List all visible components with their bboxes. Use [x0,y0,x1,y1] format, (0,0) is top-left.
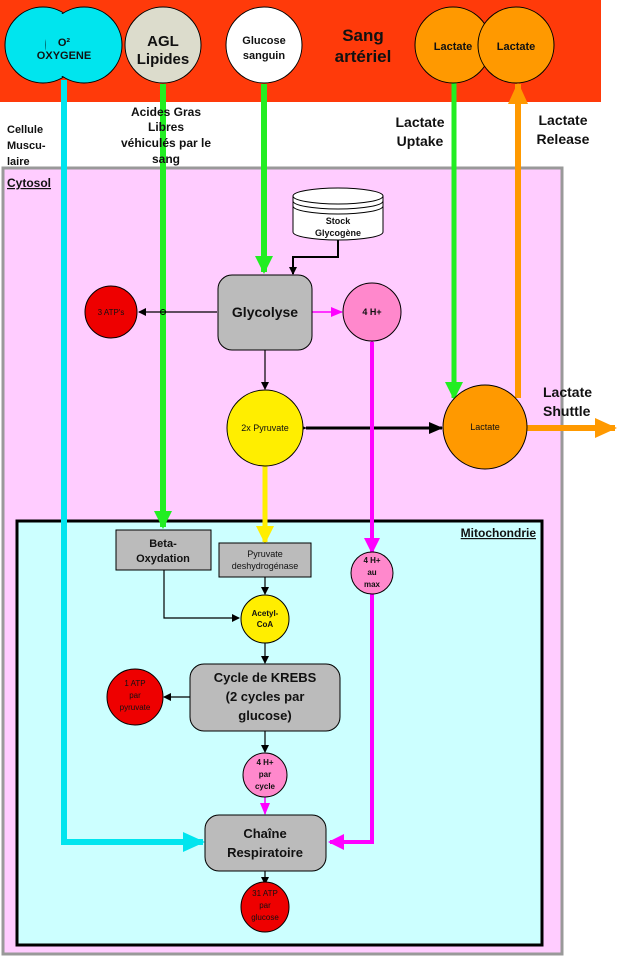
svg-text:véhiculés par le: véhiculés par le [121,136,211,150]
svg-text:Release: Release [537,131,590,147]
krebs-atp-node: 1 ATP par pyruvate [106,668,164,726]
hplus-per-cycle-node: 4 H+ par cycle [242,752,288,798]
svg-text:Lactate: Lactate [538,112,587,128]
svg-text:4 H+: 4 H+ [362,307,381,317]
arterial-blood-title: Sang [342,26,384,45]
svg-text:glucose): glucose) [238,708,291,723]
svg-text:Lactate: Lactate [434,41,473,53]
cytosol-title: Cytosol [7,176,51,190]
svg-text:Muscu-: Muscu- [7,140,46,152]
svg-text:Acides Gras: Acides Gras [131,105,201,119]
free-fatty-acids-label: Acides Gras Libres véhiculés par le sang [121,105,211,166]
svg-text:Glucose: Glucose [242,35,285,47]
svg-text:max: max [364,580,381,589]
svg-text:cycle: cycle [255,782,276,791]
agl-lipids-node: AGL Lipides [124,6,202,84]
svg-text:(2 cycles par: (2 cycles par [226,689,305,704]
svg-text:Respiratoire: Respiratoire [227,845,303,860]
svg-text:glucose: glucose [251,913,279,922]
blood-glucose-node: Glucose sanguin [225,6,303,84]
mitochondria-region [15,519,544,947]
svg-text:deshydrogénase: deshydrogénase [232,561,299,571]
hplus-max-node: 4 H+ au max [350,551,394,595]
svg-text:4 H+: 4 H+ [363,556,380,565]
krebs-cycle-node: Cycle de KREBS (2 cycles par glucose) [189,663,341,732]
final-atp-node: 31 ATP par glucose [240,881,290,933]
svg-text:Uptake: Uptake [397,133,444,149]
svg-text:Lactate: Lactate [543,384,592,400]
blood-lactate-out-node: Lactate [477,6,555,84]
arterial-blood-title-2: artériel [335,47,392,66]
svg-text:Shuttle: Shuttle [543,403,591,419]
svg-text:au: au [367,568,376,577]
svg-text:31 ATP: 31 ATP [252,889,278,898]
svg-text:Lipides: Lipides [137,51,190,68]
svg-text:Glycolyse: Glycolyse [232,304,298,320]
lactate-uptake-label: Lactate Uptake [395,114,444,149]
svg-text:Chaîne: Chaîne [243,826,286,841]
svg-text:par: par [259,901,271,910]
svg-text:Beta-: Beta- [149,538,177,550]
svg-text:Stock: Stock [326,216,352,226]
pyruvate-node: 2x Pyruvate [226,389,304,467]
svg-text:2x Pyruvate: 2x Pyruvate [241,423,289,433]
pyruvate-dehydrogenase-node: Pyruvate deshydrogénase [218,542,312,578]
svg-text:O²: O² [58,37,71,49]
line-crossing-hop [160,309,166,315]
glycogen-stock-node: Stock Glycogène [292,187,384,241]
svg-text:AGL: AGL [147,33,179,50]
hplus-to-chain-arrow [328,594,374,850]
svg-text:laire: laire [7,156,30,168]
acetyl-coa-node: Acetyl- CoA [240,594,290,644]
svg-text:CoA: CoA [257,620,274,629]
mitochondria-title: Mitochondrie [461,526,537,540]
glycogen-to-glycolyse-arrow [289,240,339,275]
svg-text:Pyruvate: Pyruvate [247,549,283,559]
lactate-release-label: Lactate Release [537,112,590,147]
svg-text:3 ATP's: 3 ATP's [98,308,125,317]
svg-text:Lactate: Lactate [395,114,444,130]
svg-text:Glycogène: Glycogène [315,228,361,238]
svg-text:par: par [259,770,271,779]
svg-text:Lactate: Lactate [497,41,536,53]
svg-text:OXYGENE: OXYGENE [37,50,91,62]
glycolyse-node: Glycolyse [217,274,313,351]
svg-text:Acetyl-: Acetyl- [252,609,279,618]
svg-text:Libres: Libres [148,120,184,134]
svg-text:Cycle de KREBS: Cycle de KREBS [214,670,317,685]
svg-text:4 H+: 4 H+ [256,758,273,767]
beta-to-acetyl-arrow [163,570,240,622]
cytosol-lactate-node: Lactate [442,384,528,470]
svg-text:Lactate: Lactate [470,422,500,432]
svg-text:Oxydation: Oxydation [136,553,190,565]
svg-text:pyruvate: pyruvate [120,703,151,712]
svg-text:sanguin: sanguin [243,50,285,62]
svg-text:par: par [129,691,141,700]
svg-text:Cellule: Cellule [7,124,43,136]
lactate-shuttle-label: Lactate Shuttle [543,384,592,419]
svg-text:1 ATP: 1 ATP [124,679,145,688]
glycolysis-hplus-node: 4 H+ [342,282,402,342]
oxygen-node: O² OXYGENE [4,6,123,84]
glycolysis-atp-node: 3 ATP's [84,285,138,339]
svg-text:sang: sang [152,152,180,166]
respiratory-chain-node: Chaîne Respiratoire [204,814,327,872]
oxygen-flow-arrow [61,80,205,852]
beta-oxidation-node: Beta- Oxydation [115,529,212,571]
muscle-cell-label: Cellule Muscu- laire [7,124,46,168]
